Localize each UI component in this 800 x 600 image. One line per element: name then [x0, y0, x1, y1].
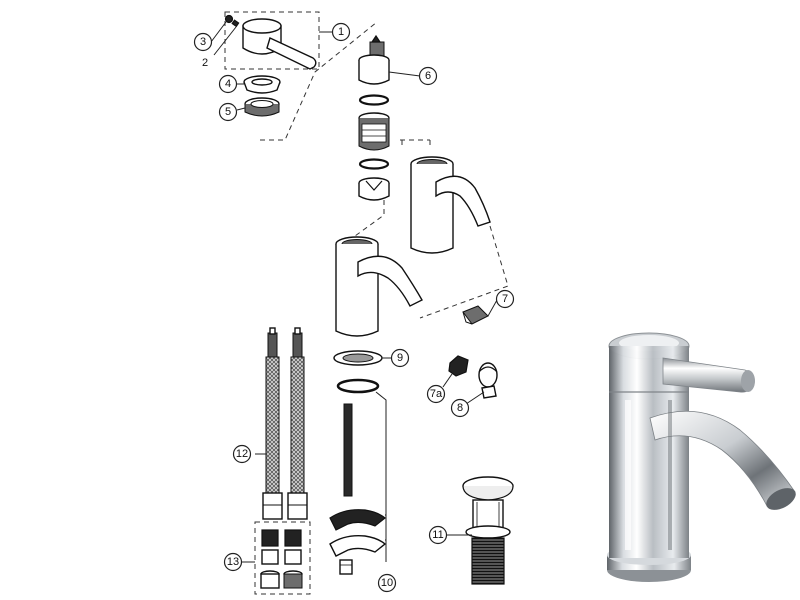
- callout-1: 1: [331, 22, 351, 42]
- callout-5: 5: [218, 102, 238, 122]
- cartridge-assembly: [358, 34, 390, 201]
- callout-3: 3: [193, 32, 213, 52]
- callout-7: 7: [495, 289, 515, 309]
- hose-left: [262, 327, 283, 520]
- callout-label: 4: [225, 78, 231, 90]
- flexible-hoses: [262, 327, 308, 520]
- callout-circle: [223, 552, 243, 572]
- leader-lines: [210, 21, 498, 563]
- callout-label: 3: [200, 36, 206, 48]
- callout-circle: [418, 66, 438, 86]
- pop-up-cap-and-clip: [448, 355, 498, 399]
- handle-cap-top: [242, 18, 282, 34]
- waste-thread: [471, 537, 505, 585]
- callout-circle: [428, 525, 448, 545]
- callout-circle: [426, 384, 446, 404]
- callout-circle: [450, 398, 470, 418]
- callout-circle: [331, 22, 351, 42]
- callout-label: 9: [397, 352, 403, 364]
- pop-up-knob: [448, 355, 469, 377]
- callout-circle: [377, 573, 397, 593]
- callout-label: 6: [425, 70, 431, 82]
- callout-label: 8: [457, 402, 463, 414]
- callout-2: 2: [202, 57, 208, 69]
- callout-label: 1: [338, 26, 344, 38]
- callout-6: 6: [418, 66, 438, 86]
- cartridge-to-body-dashline: [354, 200, 385, 237]
- tap-body-upper: [400, 139, 491, 254]
- callout-circle: [193, 32, 213, 52]
- hose-right: [287, 327, 308, 520]
- callout-circle: [495, 289, 515, 309]
- callout-label: 11: [432, 529, 443, 541]
- fittings-group-box: [254, 521, 311, 595]
- screw-insert: [231, 19, 240, 28]
- fixing-kit: [329, 403, 387, 575]
- callout-4: 4: [218, 74, 238, 94]
- callout-label: 7: [502, 293, 508, 305]
- base-o-ring: [336, 378, 380, 394]
- fitting-row-2: [261, 549, 302, 565]
- callout-label: 12: [236, 448, 248, 460]
- base-washer: [333, 350, 383, 366]
- callout-circle: [232, 444, 252, 464]
- callout-label: 5: [225, 106, 231, 118]
- callout-label: 10: [381, 577, 393, 589]
- fitting-row-1: [261, 529, 302, 547]
- tap-body-lower: [335, 236, 423, 337]
- lever-handle-group: [224, 11, 320, 70]
- product-photo-basin-mixer: [607, 332, 796, 582]
- handle-to-cartridge-dashline: [260, 21, 378, 141]
- callout-circle: [218, 102, 238, 122]
- lever-bar: [266, 37, 317, 70]
- callout-10: 10: [377, 573, 397, 593]
- back-plate-washer: [329, 534, 387, 557]
- callout-label: 13: [227, 556, 239, 568]
- fixing-nut: [339, 559, 353, 575]
- callout-label: 2: [202, 57, 208, 69]
- callout-9: 9: [390, 348, 410, 368]
- locking-nut: [244, 97, 280, 117]
- callout-12: 12: [232, 444, 252, 464]
- shroud-ring: [243, 75, 281, 94]
- callout-circle: [218, 74, 238, 94]
- horseshoe-washer: [329, 509, 386, 531]
- callout-13: 13: [223, 552, 243, 572]
- click-clack-waste: [462, 476, 514, 585]
- grub-screw: [224, 14, 234, 24]
- fitting-row-3: [260, 570, 303, 589]
- callout-7a: 7a: [426, 384, 446, 404]
- callout-circle: [390, 348, 410, 368]
- body-to-aerator-dashline: [419, 225, 509, 319]
- callout-11: 11: [428, 525, 448, 545]
- callout-label: 7a: [430, 388, 443, 400]
- aerator: [462, 305, 489, 325]
- connector-fittings: [254, 521, 311, 595]
- threaded-rod: [343, 403, 353, 497]
- leader-10-upper: [375, 391, 387, 562]
- callout-8: 8: [450, 398, 470, 418]
